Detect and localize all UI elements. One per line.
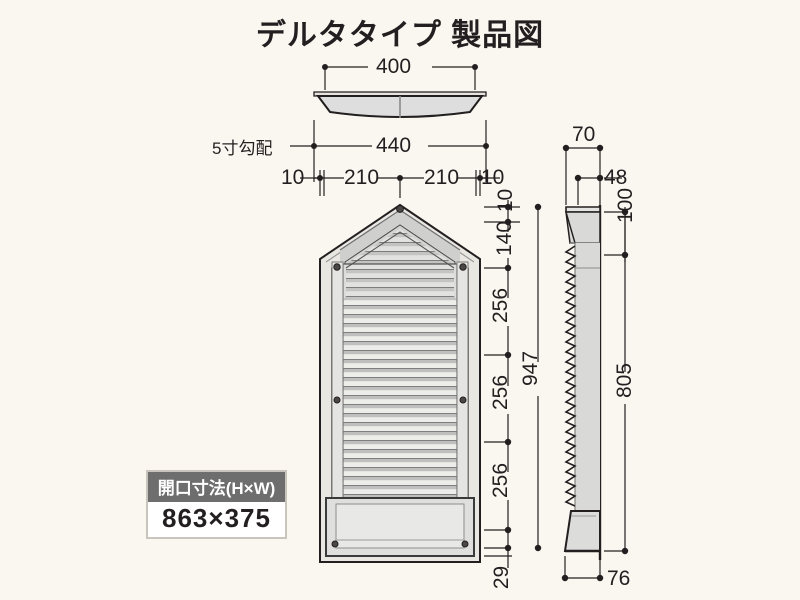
dim-label-plan-chain-0: 10 [281,166,305,189]
dim-label-front-256-a: 256 [489,287,513,324]
dim-side-48 [574,174,622,205]
dim-label-plan-chain-2: 210 [424,166,460,189]
front-elevation-geometry [319,203,481,563]
dim-label-front-29: 29 [490,565,514,590]
page-title: デルタタイプ 製品図 [255,19,545,52]
dim-label-front-256-b: 256 [489,374,513,411]
dim-side-vertical [604,207,629,555]
dim-label-front-10: 10 [494,188,518,213]
slope-label: 5寸勾配 [212,139,273,158]
dim-label-side-805: 805 [613,362,637,399]
dim-label-side-76: 76 [607,567,631,590]
dim-label-plan-400: 400 [376,55,412,78]
dim-plan-400 [322,64,478,90]
dim-side-76 [561,556,604,582]
dim-label-side-48: 48 [604,166,628,189]
dim-label-front-256-c: 256 [489,462,513,499]
dim-front-chain [484,200,520,568]
dim-label-plan-chain-3: 10 [481,166,505,189]
opening-size-caption: 開口寸法(H×W) [148,472,285,502]
dim-label-plan-chain-1: 210 [344,166,380,189]
opening-size-callout: 開口寸法(H×W) 863×375 [146,470,287,539]
dim-plan-440 [290,120,489,182]
dim-label-front-140: 140 [493,220,517,257]
dim-plan-chain [300,170,500,198]
dim-front-947 [534,203,542,552]
dim-label-plan-440: 440 [376,134,412,157]
side-section-geometry [563,205,602,560]
dim-label-side-70: 70 [572,123,596,146]
dim-label-front-947: 947 [519,350,543,387]
dim-label-side-100: 100 [614,187,638,224]
dim-side-70 [562,144,604,205]
opening-size-value: 863×375 [148,502,285,537]
plan-view-geometry [313,91,487,118]
